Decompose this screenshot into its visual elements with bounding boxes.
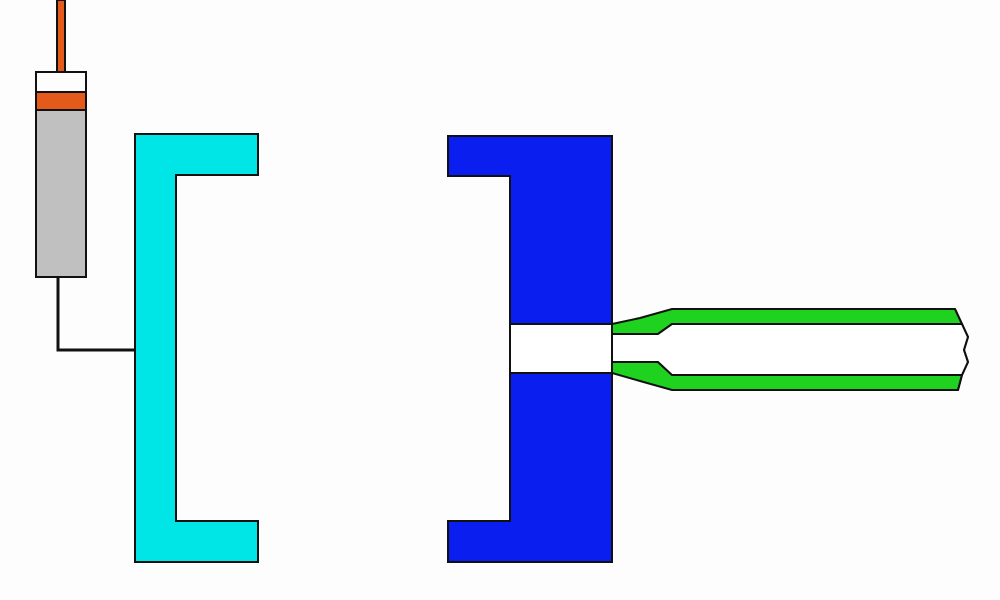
nozzle-break-line xyxy=(954,308,970,391)
syringe-top-cap xyxy=(35,71,87,93)
nozzle-bore xyxy=(611,323,970,376)
sprue-channel xyxy=(509,323,613,374)
syringe-plunger-seal xyxy=(35,91,87,111)
syringe-barrel xyxy=(35,109,87,278)
syringe xyxy=(35,0,136,352)
left-mold-half xyxy=(134,133,259,563)
right-mold-half-upper xyxy=(447,135,613,325)
right-mold-half-group xyxy=(447,135,613,563)
syringe-cable xyxy=(56,277,136,352)
right-mold-half-lower xyxy=(447,372,613,563)
injection-nozzle xyxy=(611,308,970,391)
